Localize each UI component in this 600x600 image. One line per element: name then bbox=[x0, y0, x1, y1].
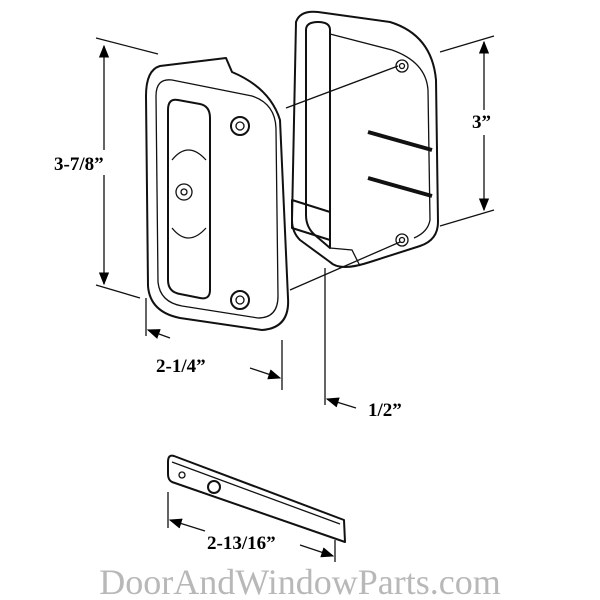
dim-label-height-handle: 3-7/8” bbox=[54, 154, 104, 175]
dimension-lines bbox=[95, 35, 495, 562]
mounting-bar bbox=[167, 454, 346, 543]
dim-label-height-back: 3” bbox=[472, 112, 491, 133]
handle-plate bbox=[145, 57, 401, 331]
dim-label-bar-length: 2-13/16” bbox=[207, 533, 276, 554]
watermark: DoorAndWindowParts.com bbox=[99, 562, 501, 600]
dim-label-width: 2-1/4” bbox=[156, 356, 206, 377]
back-plate bbox=[291, 10, 439, 268]
dim-label-depth: 1/2” bbox=[368, 400, 402, 421]
